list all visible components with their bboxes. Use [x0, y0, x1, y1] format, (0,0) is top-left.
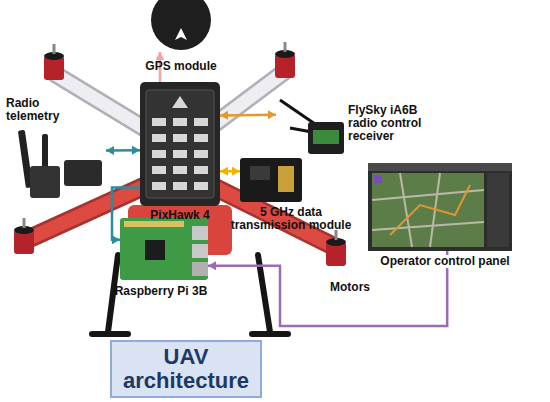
pi-usb [192, 244, 208, 258]
transmitter-module: 5 GHz data transmission module [240, 158, 302, 202]
connector [152, 166, 166, 174]
rc-receiver-module: FlySky iA6B radio control receiver [276, 98, 346, 160]
rc-receiver [280, 100, 344, 154]
connector-grid [152, 118, 208, 190]
video-transmitter [240, 158, 302, 202]
gps-arrow [175, 28, 187, 40]
connector-arrow [220, 110, 276, 120]
motor-symbol [326, 230, 346, 266]
ground-station-screen [368, 163, 512, 251]
receiver-case [308, 122, 344, 154]
component-label: 5 GHz data transmission module [226, 206, 356, 232]
connector [152, 182, 166, 190]
connector [173, 150, 187, 158]
connector-line [112, 187, 140, 239]
arrow-head [155, 52, 164, 60]
radio-box [64, 160, 102, 186]
component-label: Motors [330, 281, 390, 294]
screen-titlebar [368, 163, 512, 171]
component-label: FlySky iA6B radio control receiver [348, 104, 448, 143]
connector [173, 118, 187, 126]
gps-puck [151, 0, 211, 50]
gps-module: GPS module [150, 0, 212, 52]
module-board [240, 158, 302, 202]
map-roads [372, 173, 484, 247]
telemetry-module: Radio telemetry [18, 128, 106, 203]
arrow-head [220, 167, 228, 176]
flight-path [390, 185, 470, 235]
flight-controller [140, 82, 220, 206]
motor-shaft [23, 218, 26, 228]
component-label: Operator control panel [360, 255, 530, 268]
arrow-head [268, 110, 276, 119]
motor-symbol [14, 218, 34, 254]
arrow-head [132, 146, 140, 155]
app-icon [374, 175, 382, 183]
arrow-head [112, 235, 120, 244]
arrow-head [208, 261, 216, 270]
flight-controller-box: PixHawk 4 [140, 82, 220, 206]
connector [194, 150, 208, 158]
companion-computer: Raspberry Pi 3B [120, 218, 208, 280]
map-area [372, 173, 484, 247]
connector [194, 134, 208, 142]
connector-line [220, 113, 276, 116]
pi-chip [145, 240, 165, 260]
module-pins [278, 166, 294, 192]
arrow-head [220, 111, 228, 120]
component-label: Radio telemetry [6, 97, 72, 123]
arrow-head [232, 167, 240, 176]
gps-body [151, 0, 211, 50]
motor-unit: Motors [316, 232, 356, 274]
connector-arrow [220, 167, 240, 176]
motor-shaft [53, 44, 56, 54]
connector [194, 166, 208, 174]
side-panel [487, 173, 509, 247]
motor-symbol [44, 44, 64, 80]
connector [173, 134, 187, 142]
component-label: PixHawk 4 [130, 209, 230, 222]
title-text: UAV architecture [112, 345, 260, 393]
connector [194, 182, 208, 190]
pi-usb [192, 226, 208, 240]
pixhawk-panel [146, 90, 214, 198]
receiver-sticker [313, 130, 339, 144]
motor-symbol [275, 42, 295, 78]
screen-frame [368, 163, 512, 251]
connector [152, 134, 166, 142]
connector [173, 182, 187, 190]
component-label: GPS module [131, 60, 231, 73]
radio-box [30, 166, 60, 198]
title-box: UAV architecture [110, 340, 262, 398]
pi-board [120, 218, 208, 280]
pi-ethernet [192, 262, 208, 276]
component-label: Raspberry Pi 3B [96, 285, 226, 298]
operator-panel: Operator control panel [368, 163, 512, 251]
connector [152, 150, 166, 158]
motor-shaft [284, 42, 287, 52]
connector [173, 166, 187, 174]
connector [194, 118, 208, 126]
telemetry-radio [18, 130, 102, 198]
raspberry-pi-board [120, 218, 208, 280]
arrow-head [106, 146, 114, 155]
antenna [42, 134, 48, 170]
connector [152, 118, 166, 126]
connector-arrow [112, 187, 140, 244]
module-chip [250, 166, 270, 180]
connector-arrow [106, 146, 140, 155]
pixhawk-logo-mark [172, 96, 188, 108]
pixhawk-case [140, 82, 220, 206]
